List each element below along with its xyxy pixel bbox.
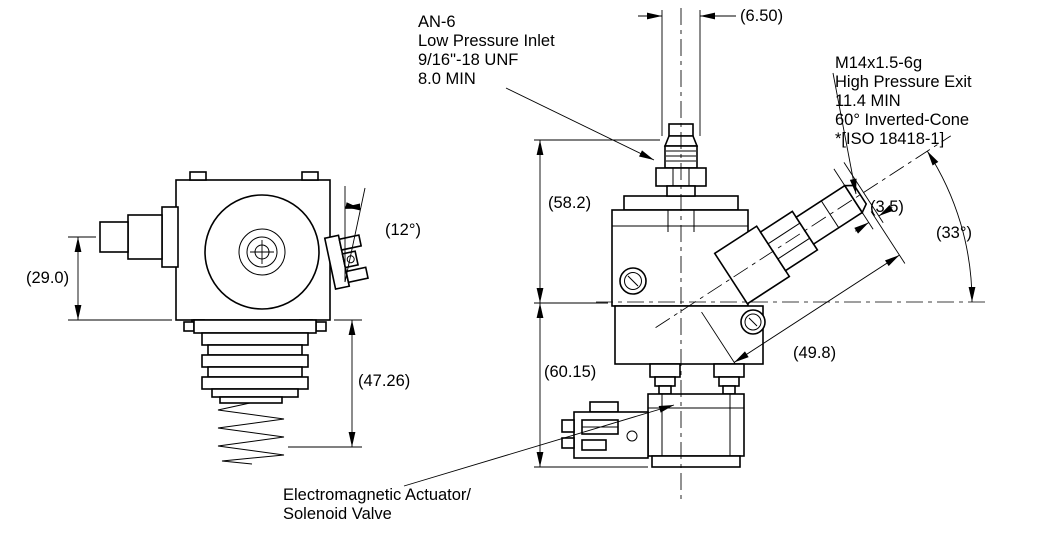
dim-label-47-26: (47.26) xyxy=(358,372,410,390)
leader-actuator-callout xyxy=(403,404,675,487)
solenoid-stack xyxy=(183,319,327,404)
screw-lower-right xyxy=(740,309,766,335)
callout-exit: M14x1.5-6g High Pressure Exit 11.4 MIN 6… xyxy=(835,54,972,148)
inlet-callout-line1: AN-6 xyxy=(418,13,456,31)
front-bore-circles xyxy=(204,194,320,310)
actuator-callout-line2: Solenoid Valve xyxy=(283,505,392,523)
inlet-callout-line2: Low Pressure Inlet xyxy=(418,32,555,50)
callout-actuator: Electromagnetic Actuator/ Solenoid Valve xyxy=(283,486,471,523)
inlet-fitting-front xyxy=(99,206,179,268)
dim-connector-angle: (12°) xyxy=(344,186,421,283)
dim-top-width: (6.50) xyxy=(638,7,783,136)
angle-arc-12 xyxy=(344,202,361,211)
dim-label-58-2: (58.2) xyxy=(548,194,591,212)
dim-upper-height: (58.2) xyxy=(534,139,660,304)
electrical-connector-front xyxy=(323,234,369,291)
dim-label-33-deg: (33°) xyxy=(936,224,972,242)
dim-exit-angle: (33°) xyxy=(926,150,976,303)
dim-label-6-50: (6.50) xyxy=(740,7,783,25)
solenoid-connector-side xyxy=(561,401,649,459)
return-spring xyxy=(217,402,285,465)
exit-callout-line5: *[ISO 18418-1] xyxy=(835,130,944,148)
inlet-callout-line4: 8.0 MIN xyxy=(418,70,476,88)
dim-label-12-deg: (12°) xyxy=(385,221,421,239)
actuator-callout-line1: Electromagnetic Actuator/ xyxy=(283,486,471,504)
callout-inlet: AN-6 Low Pressure Inlet 9/16"-18 UNF 8.0… xyxy=(418,13,555,88)
dim-label-29-0: (29.0) xyxy=(26,269,69,287)
actuator-assembly xyxy=(647,363,745,468)
exit-callout-line4: 60° Inverted-Cone xyxy=(835,111,969,129)
right-view xyxy=(561,8,988,502)
left-view xyxy=(99,171,369,465)
angle-arc-33 xyxy=(926,150,976,303)
inlet-callout-line3: 9/16"-18 UNF xyxy=(418,51,518,69)
dim-label-49-8: (49.8) xyxy=(793,344,836,362)
body-top-tab-left xyxy=(189,171,207,181)
exit-callout-line3: 11.4 MIN xyxy=(835,92,901,110)
dim-lower-height: (60.15) xyxy=(534,303,648,468)
exit-callout-line2: High Pressure Exit xyxy=(835,73,972,91)
dimension-line-49-8 xyxy=(733,254,900,363)
screw-upper-left xyxy=(619,267,647,295)
body-top-tab-right xyxy=(301,171,319,181)
dim-solenoid-length: (47.26) xyxy=(288,319,410,448)
exit-axis-centerline xyxy=(655,135,952,328)
dim-label-60-15: (60.15) xyxy=(544,363,596,381)
dim-label-3-5: (3.5) xyxy=(870,198,904,216)
leader-inlet-callout xyxy=(505,87,655,161)
exit-callout-line1: M14x1.5-6g xyxy=(835,54,922,72)
leader-exit-callout xyxy=(832,72,857,195)
dim-inlet-height: (29.0) xyxy=(26,236,172,321)
